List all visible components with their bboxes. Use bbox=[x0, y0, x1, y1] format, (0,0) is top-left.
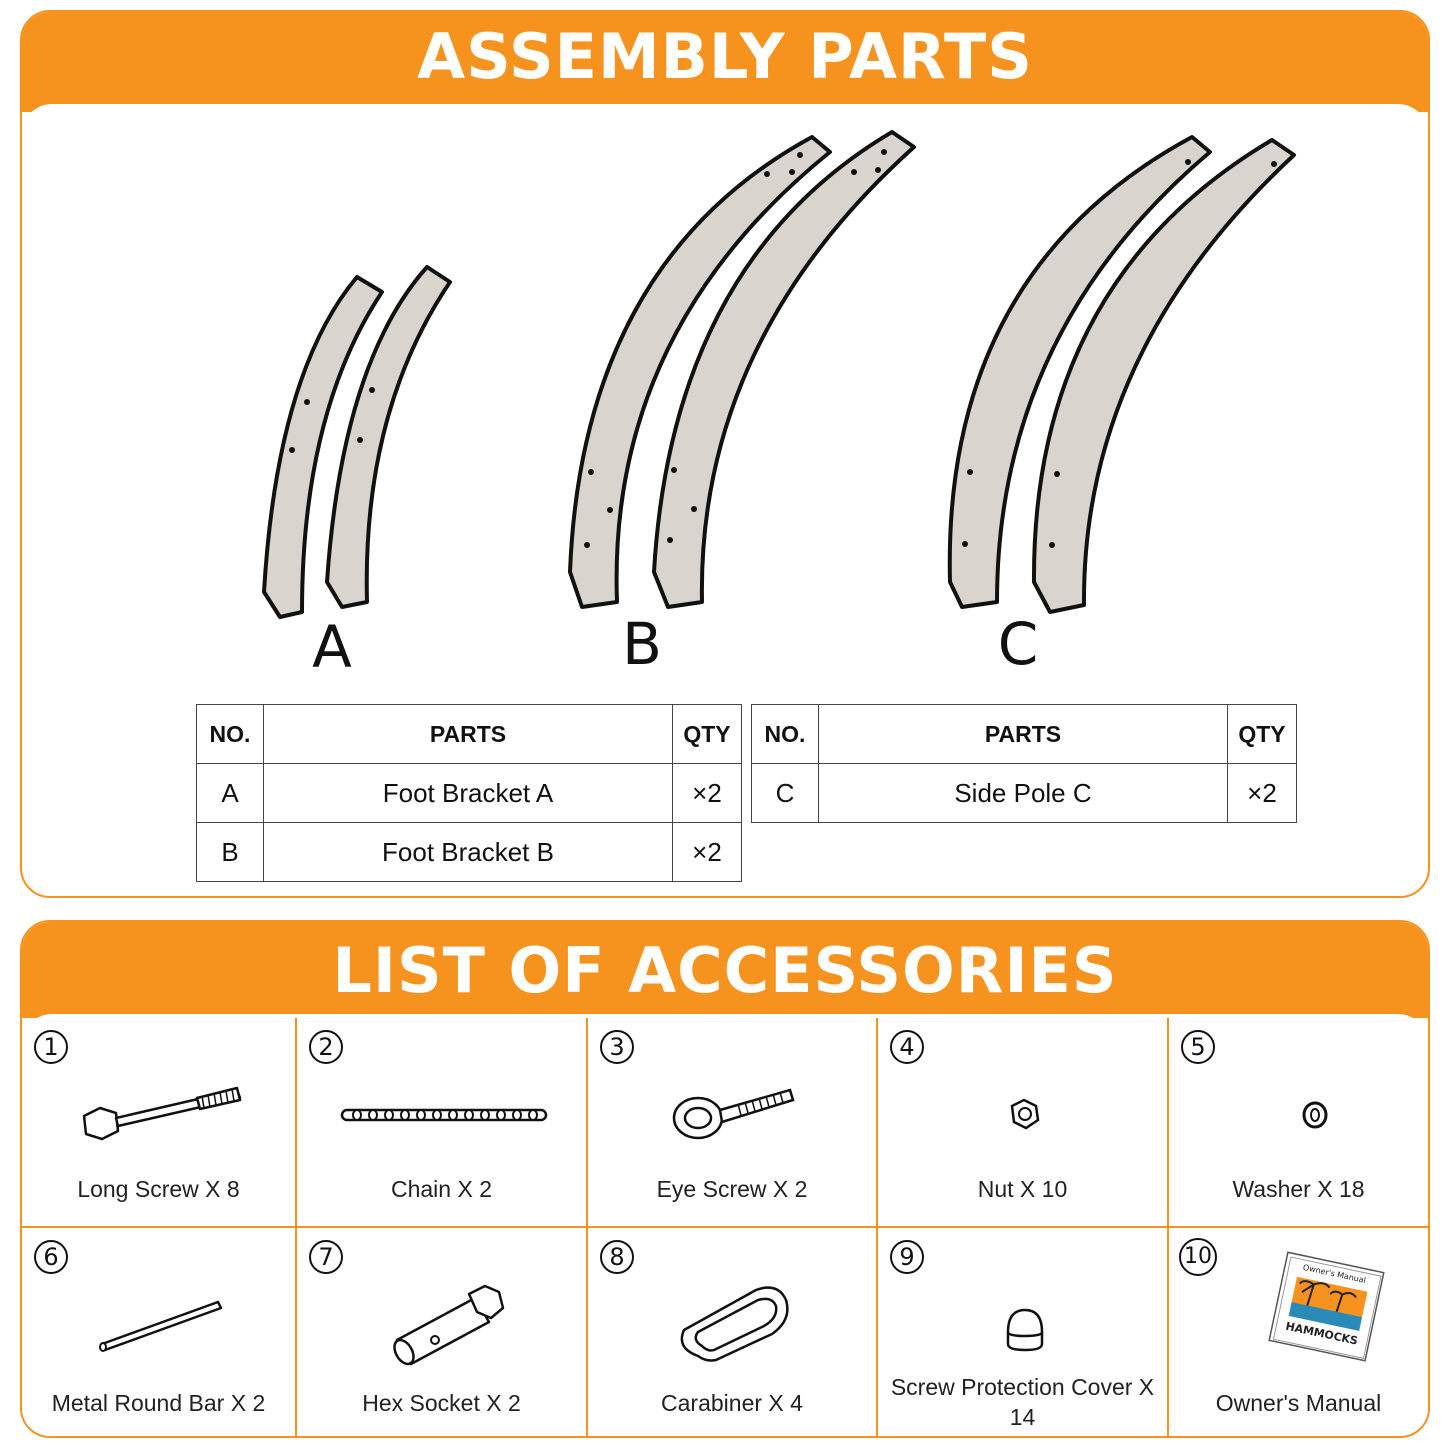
manual-icon: Owner's Manual HAMMOCKS bbox=[1268, 1251, 1385, 1362]
item-number: 3 bbox=[600, 1030, 634, 1064]
washer-icon bbox=[1302, 1101, 1328, 1129]
part-b-poles bbox=[568, 130, 916, 609]
row-part: Side Pole C bbox=[818, 763, 1228, 823]
item-label: Owner's Manual bbox=[1215, 1390, 1382, 1416]
long-screw-icon bbox=[82, 1086, 242, 1141]
part-c-poles bbox=[947, 135, 1296, 614]
row-no: C bbox=[751, 763, 819, 823]
nut-icon bbox=[1010, 1098, 1040, 1130]
chain-icon bbox=[340, 1108, 548, 1122]
part-letter-b: B bbox=[622, 610, 662, 678]
row-no: B bbox=[196, 822, 264, 882]
accessory-item-manual: 10 Owner's Manual HAMMOCKS Owner's Manua… bbox=[1169, 1228, 1428, 1436]
eye-screw-icon bbox=[672, 1088, 795, 1140]
row-no: A bbox=[196, 763, 264, 823]
item-number: 4 bbox=[890, 1030, 924, 1064]
item-number: 7 bbox=[309, 1240, 343, 1274]
metal-bar-icon bbox=[99, 1300, 223, 1352]
accessory-item-carabiner: 8 Carabiner X 4 bbox=[588, 1228, 878, 1436]
item-number: 6 bbox=[34, 1240, 68, 1274]
item-label: Screw Protection Cover X 14 bbox=[890, 1374, 1155, 1430]
accessory-item-screw-cover: 9 Screw Protection Cover X 14 bbox=[878, 1228, 1169, 1436]
part-letter-a: A bbox=[312, 613, 352, 681]
row-qty: ×2 bbox=[1227, 763, 1297, 823]
item-label: Chain X 2 bbox=[390, 1176, 492, 1202]
col-header-qty: QTY bbox=[672, 704, 742, 764]
row-part: Foot Bracket B bbox=[263, 822, 673, 882]
col-header-qty: QTY bbox=[1227, 704, 1297, 764]
accessory-item-eye-screw: 3 Eye Screw X 2 bbox=[588, 1018, 878, 1228]
hex-socket-icon bbox=[393, 1284, 505, 1366]
accessory-item-chain: 2 Chain X 2 bbox=[297, 1018, 588, 1228]
assembly-parts-title: ASSEMBLY PARTS bbox=[22, 12, 1428, 112]
carabiner-icon bbox=[680, 1286, 789, 1362]
col-header-parts: PARTS bbox=[263, 704, 673, 764]
accessories-panel: LIST OF ACCESSORIES 1 Long Screw X 8 2 bbox=[20, 920, 1430, 1438]
item-number: 9 bbox=[890, 1240, 924, 1274]
item-number: 1 bbox=[34, 1030, 68, 1064]
item-number: 5 bbox=[1181, 1030, 1215, 1064]
item-label: Metal Round Bar X 2 bbox=[51, 1390, 266, 1416]
item-number: 8 bbox=[600, 1240, 634, 1274]
parts-table-left: NO. PARTS QTY A Foot Bracket A ×2 B Foot… bbox=[196, 704, 742, 882]
item-label: Washer X 18 bbox=[1232, 1176, 1365, 1202]
row-qty: ×2 bbox=[672, 763, 742, 823]
col-header-no: NO. bbox=[196, 704, 264, 764]
accessory-item-washer: 5 Washer X 18 bbox=[1169, 1018, 1428, 1228]
item-number: 10 bbox=[1179, 1238, 1217, 1276]
table-row: B Foot Bracket B ×2 bbox=[196, 822, 742, 882]
table-row: C Side Pole C ×2 bbox=[751, 763, 1297, 823]
parts-illustration: A B C bbox=[262, 130, 1296, 681]
item-label: Nut X 10 bbox=[977, 1176, 1068, 1202]
item-label: Carabiner X 4 bbox=[661, 1390, 803, 1416]
row-part: Foot Bracket A bbox=[263, 763, 673, 823]
screw-cover-icon bbox=[1006, 1308, 1044, 1352]
item-label: Hex Socket X 2 bbox=[362, 1390, 521, 1416]
accessory-item-nut: 4 Nut X 10 bbox=[878, 1018, 1169, 1228]
parts-table-right: NO. PARTS QTY C Side Pole C ×2 bbox=[751, 704, 1297, 823]
accessory-item-metal-bar: 6 Metal Round Bar X 2 bbox=[22, 1228, 297, 1436]
item-label: Long Screw X 8 bbox=[77, 1176, 240, 1202]
item-number: 2 bbox=[309, 1030, 343, 1064]
item-label: Eye Screw X 2 bbox=[656, 1176, 808, 1202]
accessory-item-hex-socket: 7 Hex Socket X 2 bbox=[297, 1228, 588, 1436]
accessories-title: LIST OF ACCESSORIES bbox=[22, 922, 1428, 1020]
accessories-grid: 1 Long Screw X 8 2 bbox=[22, 1018, 1428, 1436]
assembly-parts-panel: ASSEMBLY PARTS bbox=[20, 10, 1430, 898]
part-a-poles bbox=[262, 265, 452, 619]
col-header-no: NO. bbox=[751, 704, 819, 764]
part-letter-c: C bbox=[998, 610, 1039, 678]
table-row: A Foot Bracket A ×2 bbox=[196, 763, 742, 823]
col-header-parts: PARTS bbox=[818, 704, 1228, 764]
accessory-item-long-screw: 1 Long Screw X 8 bbox=[22, 1018, 297, 1228]
row-qty: ×2 bbox=[672, 822, 742, 882]
